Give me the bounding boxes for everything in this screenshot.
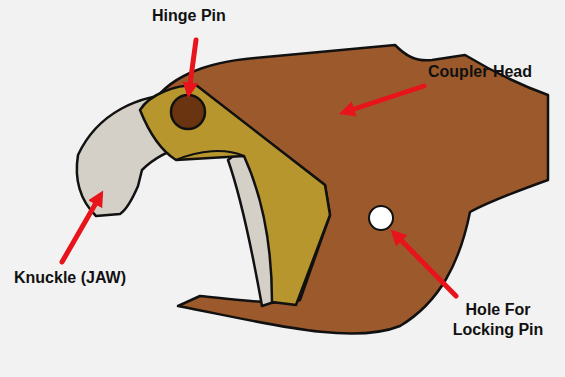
hinge-pin: [171, 95, 205, 129]
coupler-head: [150, 45, 548, 334]
knuckle-inner-edge: [176, 151, 244, 160]
part-label: Coupler Head: [428, 62, 532, 82]
part-label: Hole For Locking Pin: [442, 300, 554, 340]
leader-arrow: [345, 86, 424, 112]
part-label: Hinge Pin: [152, 6, 226, 26]
part-label: Knuckle (JAW): [14, 268, 126, 288]
knuckle-body: [140, 85, 330, 305]
leader-arrow: [189, 40, 196, 92]
leader-arrow: [62, 196, 100, 262]
locking-pin-hole: [369, 206, 393, 230]
leader-arrow: [395, 234, 456, 296]
